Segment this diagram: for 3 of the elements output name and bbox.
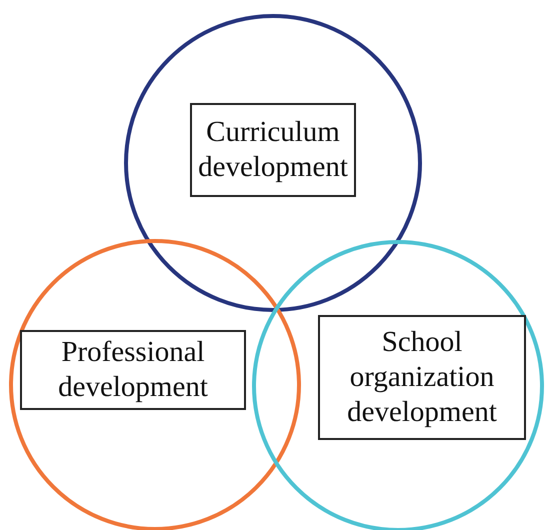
concept-label: Curriculum development	[190, 103, 356, 197]
concept-label: School organization development	[318, 315, 526, 440]
concept-label: Professional development	[20, 330, 246, 410]
